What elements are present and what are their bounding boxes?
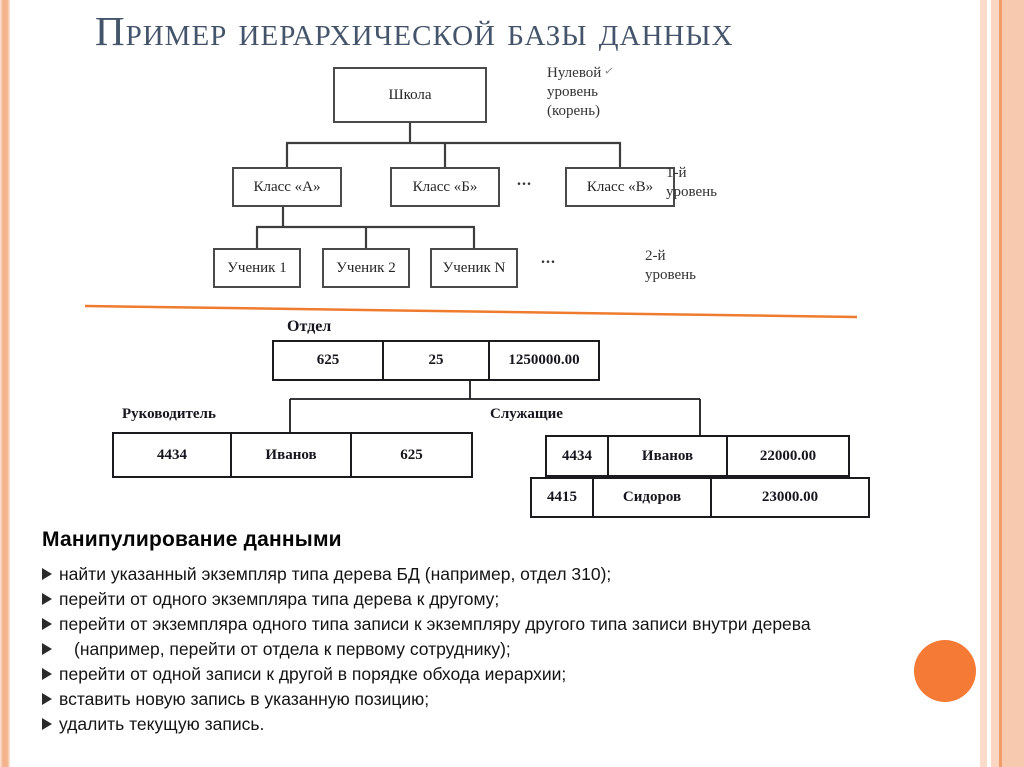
level2-label: 2-й уровень xyxy=(645,247,697,285)
list-item-text: перейти от одного экземпляра типа дерева… xyxy=(59,589,500,609)
tree-node-class-a: Класс «А» xyxy=(232,167,342,207)
level0-label-line: Нулевой xyxy=(547,65,602,81)
manager-label: Руководитель xyxy=(122,406,216,422)
level2-label-line: 2-й xyxy=(645,248,666,264)
employee-record-row: 4415 Сидоров 23000.00 xyxy=(530,477,870,518)
level1-label-line: уровень xyxy=(666,184,718,200)
employee-record-cell: 22000.00 xyxy=(759,447,817,464)
level1-label: 1-й уровень xyxy=(666,164,724,202)
bullet-arrow-icon xyxy=(42,693,52,705)
section-heading: Манипулирование данными xyxy=(42,528,342,551)
tree-node-school: Школа xyxy=(333,67,487,123)
manager-record-cell: 625 xyxy=(400,446,423,463)
right-border-stripe-wide xyxy=(991,0,1024,767)
employee-record-cell: 23000.00 xyxy=(761,489,819,505)
manager-record-cell: 4434 xyxy=(114,434,232,476)
decorative-circle xyxy=(914,640,976,702)
dept-record-cell: 25 xyxy=(384,342,490,379)
dept-record-row: 625 25 1250000.00 xyxy=(272,340,600,381)
list-item: перейти от одного экземпляра типа дерева… xyxy=(42,589,942,614)
stray-pen-mark: ✓ xyxy=(603,63,615,79)
level0-label: Нулевой уровень (корень) xyxy=(547,64,601,121)
level2-ellipsis: ... xyxy=(541,250,556,267)
list-item: вставить новую запись в указанную позици… xyxy=(42,689,942,714)
bullet-arrow-icon xyxy=(42,718,52,730)
page-title: Пример иерархической базы данных xyxy=(95,8,734,54)
right-border-stripe-thin xyxy=(980,0,987,767)
list-item: перейти от экземпляра одного типа записи… xyxy=(42,614,942,639)
tree-node-class-b: Класс «Б» xyxy=(390,167,500,207)
level0-label-line: (корень) xyxy=(547,103,601,119)
bullet-arrow-icon xyxy=(42,618,52,630)
employees-label: Служащие xyxy=(490,406,563,422)
level1-ellipsis: ... xyxy=(517,172,532,189)
list-item: найти указанный экземпляр типа дерева БД… xyxy=(42,564,942,589)
list-item-text: перейти от одной записи к другой в поряд… xyxy=(59,664,567,684)
employee-record-cell: 4415 xyxy=(532,479,594,516)
bullet-arrow-icon xyxy=(42,568,52,580)
list-item-text: найти указанный экземпляр типа дерева БД… xyxy=(59,564,612,584)
employee-record-row: 4434 Иванов 22000.00 xyxy=(545,435,850,477)
list-item-text: вставить новую запись в указанную позици… xyxy=(59,689,430,709)
manager-record-row: 4434 Иванов 625 xyxy=(112,432,473,478)
level1-label-line: 1-й xyxy=(666,165,687,181)
dept-label: Отдел xyxy=(287,318,332,335)
tree-node-student-1: Ученик 1 xyxy=(213,248,301,288)
manager-record-cell: Иванов xyxy=(232,434,352,476)
dept-record-cell: 1250000.00 xyxy=(508,352,580,368)
bullet-arrow-icon xyxy=(42,643,52,655)
employee-record-cell: 4434 xyxy=(547,437,609,475)
level0-label-line: уровень xyxy=(547,84,599,100)
bullet-list: найти указанный экземпляр типа дерева БД… xyxy=(42,564,942,739)
tree-node-student-n: Ученик N xyxy=(430,248,518,288)
list-item-text: (например, перейти от отдела к первому с… xyxy=(74,639,511,659)
tree-node-class-v: Класс «В» xyxy=(565,167,675,207)
level2-label-line: уровень xyxy=(645,267,697,283)
list-item: перейти от одной записи к другой в поряд… xyxy=(42,664,942,689)
list-item: удалить текущую запись. xyxy=(42,714,942,739)
bullet-arrow-icon xyxy=(42,668,52,680)
dept-record-cell: 625 xyxy=(274,342,384,379)
list-item: (например, перейти от отдела к первому с… xyxy=(42,639,942,664)
left-border-stripe xyxy=(0,0,10,767)
employee-record-cell: Сидоров xyxy=(594,479,712,516)
list-item-text: удалить текущую запись. xyxy=(59,714,265,734)
tree-node-student-2: Ученик 2 xyxy=(322,248,410,288)
bullet-arrow-icon xyxy=(42,593,52,605)
employee-record-cell: Иванов xyxy=(609,437,728,475)
list-item-text: перейти от экземпляра одного типа записи… xyxy=(59,614,811,634)
